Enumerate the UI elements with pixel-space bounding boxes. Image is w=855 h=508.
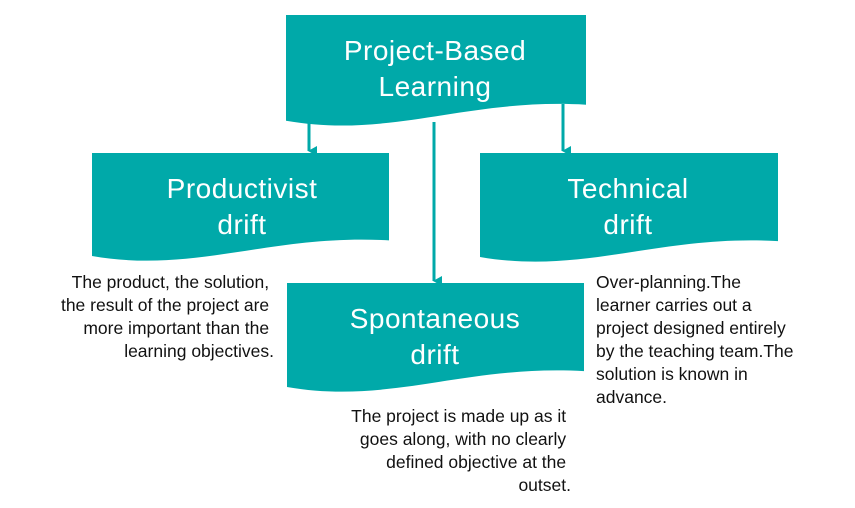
spontaneous-box xyxy=(287,283,584,392)
root-box xyxy=(286,15,586,126)
spontaneous-description: The project is made up as it goes along,… xyxy=(351,406,571,495)
productivist-box xyxy=(92,153,389,261)
productivist-description: The product, the solution, the result of… xyxy=(61,272,274,361)
technical-box xyxy=(480,153,778,262)
technical-description: Over-planning.The learner carries out a … xyxy=(596,272,798,407)
